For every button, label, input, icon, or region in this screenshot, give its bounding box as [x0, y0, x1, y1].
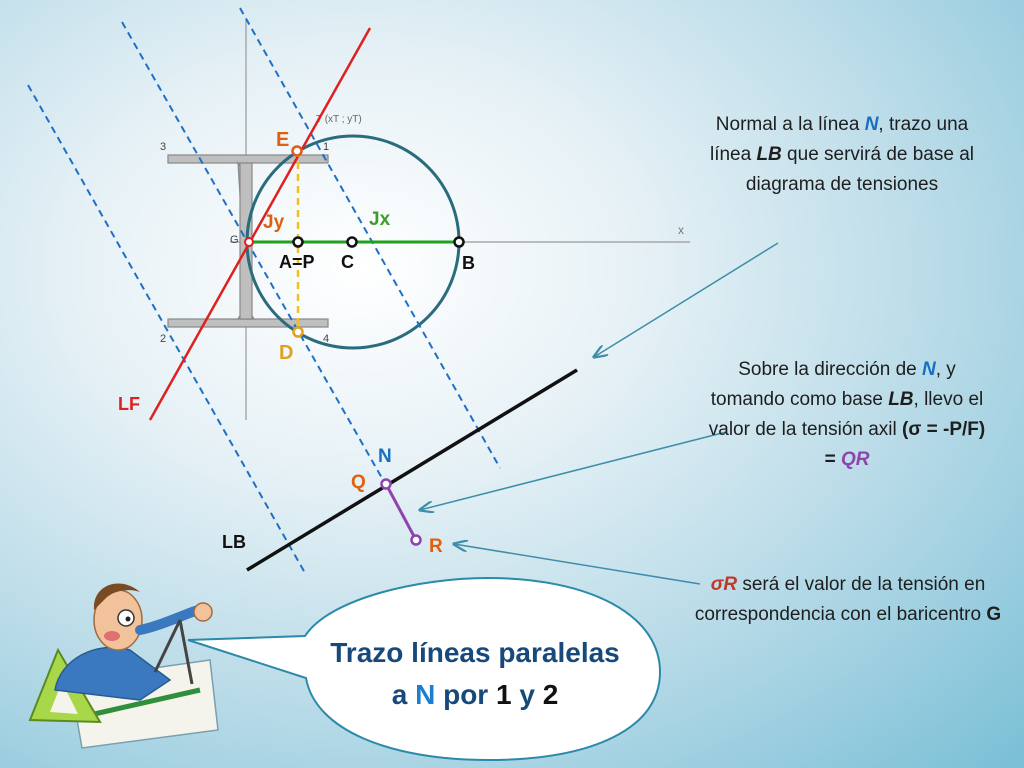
label-e: E: [276, 129, 289, 151]
note-normal-line: Normal a la línea N, trazo una línea LB …: [706, 110, 978, 200]
label-q: Q: [351, 472, 366, 493]
note2-text-2: , y tomando como base: [710, 359, 956, 410]
point-a-p: [292, 236, 304, 248]
label-a-p: A=P: [279, 252, 315, 272]
note3-text-1: será el valor de la tensión en correspon…: [694, 574, 987, 625]
corner-label-2: 2: [160, 333, 166, 345]
bubble-one: 1: [495, 679, 512, 710]
label-c: C: [341, 252, 354, 272]
point-t-label: T (xT ; yT): [316, 114, 362, 125]
corner-label-4: 4: [323, 333, 329, 345]
bubble-two: 2: [542, 679, 559, 710]
point-d: [292, 326, 304, 338]
note-sigma-r: σR será el valor de la tensión en corres…: [692, 570, 1004, 630]
note3-g: G: [986, 604, 1002, 625]
point-g: [244, 237, 254, 247]
label-n: N: [378, 446, 392, 467]
bubble-text-por: por: [435, 679, 496, 710]
base-line-lb: [246, 368, 578, 572]
callout-arrow-3: [454, 544, 701, 585]
note2-lb: LB: [888, 389, 914, 410]
centroid-label-g: G: [230, 234, 239, 246]
point-r: [410, 534, 422, 546]
note1-n: N: [864, 114, 879, 135]
bubble-text-a: a: [391, 679, 416, 710]
bubble-n: N: [415, 679, 436, 710]
note2-text-3: , llevo el valor de la tensión axil: [708, 389, 984, 440]
x-axis-label: x: [678, 223, 684, 237]
note2-formula: (σ = -P/F) =: [824, 419, 986, 470]
label-jx: Jx: [369, 209, 391, 230]
engineer-illustration: [28, 583, 219, 749]
label-lf: LF: [118, 394, 140, 414]
note3-sigma: σR: [710, 574, 738, 595]
bubble-line-2: a N por 1 y 2: [300, 674, 650, 716]
label-jy: Jy: [263, 212, 285, 233]
callout-arrow-2: [420, 431, 727, 510]
parallel-line-3: [239, 7, 501, 469]
parallel-line-1: [27, 84, 306, 574]
label-lb: LB: [222, 532, 246, 552]
parallel-line-2: [121, 21, 408, 523]
label-d: D: [279, 342, 293, 364]
neutral-line-n: [148, 27, 372, 421]
note2-qr: QR: [840, 449, 870, 470]
note1-text-1: Normal a la línea: [715, 114, 865, 135]
bubble-text-y: y: [511, 679, 543, 710]
note1-lb: LB: [756, 144, 782, 165]
note1-text-3: que servirá de base al diagrama de tensi…: [745, 144, 975, 195]
speech-bubble-text: Trazo líneas paralelas a N por 1 y 2: [300, 632, 650, 716]
note1-text-2: , trazo una línea: [709, 114, 969, 165]
speech-bubble: [187, 576, 662, 762]
point-b: [453, 236, 465, 248]
corner-label-1: 1: [323, 141, 329, 153]
callout-arrow-1: [594, 242, 779, 357]
point-q: [380, 478, 392, 490]
point-e: [291, 145, 303, 157]
note-axial-stress: Sobre la dirección de N, y tomando como …: [706, 355, 988, 475]
note2-text-1: Sobre la dirección de: [738, 359, 922, 380]
label-r: R: [429, 536, 443, 557]
label-b: B: [462, 253, 475, 273]
segment-q-r: [384, 483, 418, 541]
corner-label-3: 3: [160, 141, 166, 153]
note2-n: N: [921, 359, 936, 380]
point-c: [346, 236, 358, 248]
bubble-line-1: Trazo líneas paralelas: [330, 637, 620, 668]
